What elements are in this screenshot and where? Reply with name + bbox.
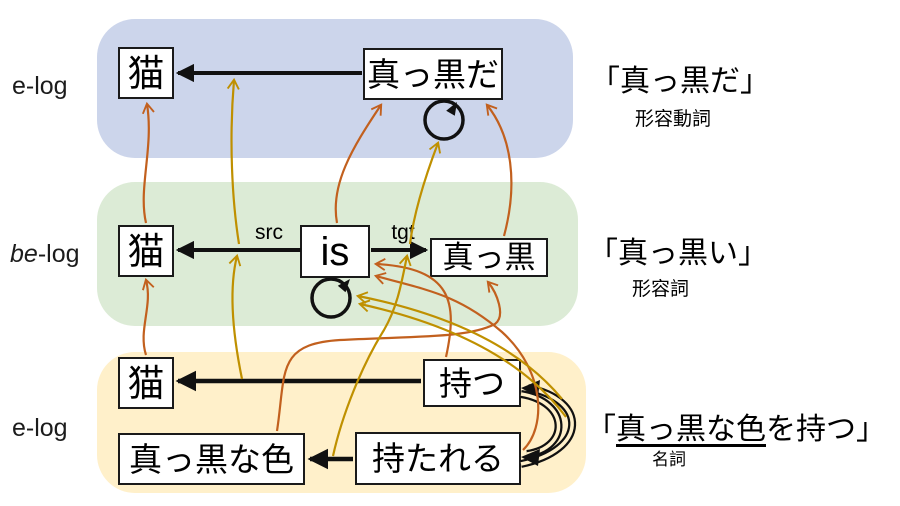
node-is: is	[300, 225, 370, 278]
node-cat-bottom: 猫	[118, 357, 174, 409]
row-label-text: e-log	[12, 72, 68, 100]
caption-makkuroda: 「真っ黒だ」	[590, 65, 770, 98]
row-label-text: -log	[37, 240, 80, 268]
row-label-text: e-log	[12, 414, 68, 442]
edge-label-tgt: tgt	[391, 221, 415, 244]
node-makkuroda: 真っ黒だ	[363, 48, 503, 100]
row-label-elog-top: e-log	[12, 72, 68, 101]
edge-label-src: src	[255, 221, 283, 244]
row-label-belog: be-log	[10, 240, 80, 269]
pos-label-meishi: 名詞	[652, 450, 686, 469]
node-cat-top: 猫	[118, 47, 174, 99]
caption-makkuroi: 「真っ黒い」	[588, 237, 768, 270]
node-motareru: 持たれる	[355, 432, 521, 485]
node-motsu: 持つ	[423, 359, 521, 407]
caption-underlined-part: 真っ黒な色	[616, 413, 766, 446]
node-makkuro-na-iro: 真っ黒な色	[118, 433, 305, 485]
caption-rest: を持つ」	[766, 413, 886, 446]
pos-label-keiyoushi: 形容詞	[632, 279, 690, 300]
caption-makkuro-na-iro-wo-motsu: 「真っ黒な色を持つ」	[586, 404, 886, 448]
row-label-elog-bottom: e-log	[12, 414, 68, 443]
pos-label-keiyoudoushi: 形容動詞	[635, 109, 712, 130]
node-cat-middle: 猫	[118, 225, 174, 277]
row-label-italic-part: be	[10, 240, 38, 268]
caption-open-bracket: 「	[586, 413, 616, 446]
node-makkuro: 真っ黒	[430, 238, 548, 277]
